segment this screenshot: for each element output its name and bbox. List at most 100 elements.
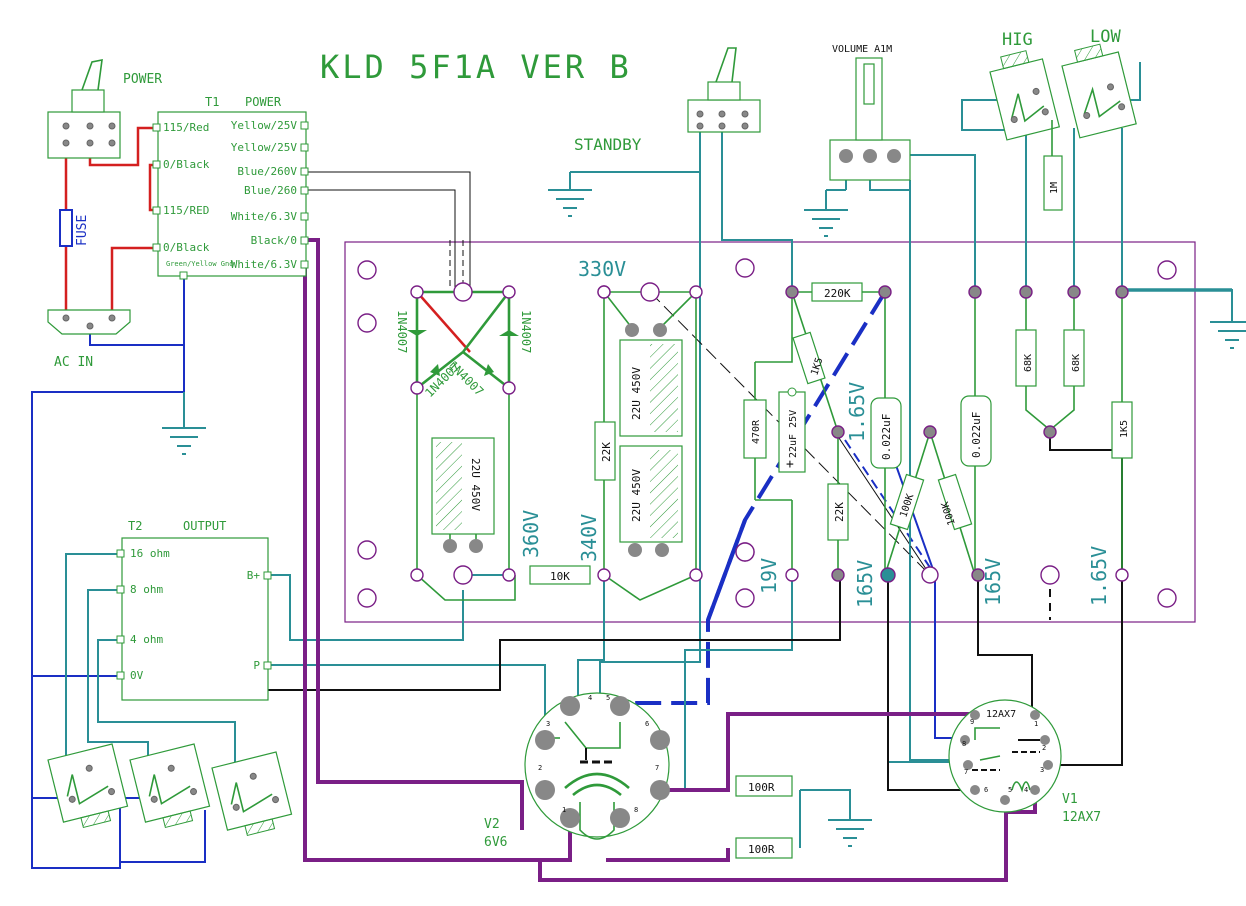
tube-socket-v1 (948, 699, 1062, 813)
v2-pin-5: 5 (606, 694, 610, 702)
voltage-1-65v-b: 1.65V (1087, 546, 1111, 606)
v1-pin-5: 5 (1008, 786, 1012, 794)
v2-pin-2: 2 (538, 764, 542, 772)
r-220k-label: 220K (824, 287, 851, 300)
v2-pin-7: 7 (655, 764, 659, 772)
t2-tap-16-ohm: 16 ohm (130, 547, 170, 560)
v2-pin-4: 4 (588, 694, 592, 702)
resistor-22k-a (594, 421, 616, 481)
ground-symbol-jack (1210, 290, 1246, 349)
standby-switch-label: STANDBY (574, 135, 642, 154)
v2-type: 6V6 (484, 835, 507, 850)
t1-tap-blue-260v: Blue/260V (237, 165, 297, 178)
grid-bold-blue-wire-lower (706, 519, 747, 621)
cap-22uf-label: 22uF 25V (788, 410, 799, 458)
t1-tap-0-black: 0/Black (163, 158, 210, 171)
coupling-caps (870, 292, 992, 575)
v2-pin-6: 6 (645, 720, 649, 728)
filter-cap-bottom-label: 22U 450V (630, 469, 643, 522)
plate-resistors-100k (884, 431, 976, 576)
r-22k-b-label: 22K (833, 502, 846, 522)
r-1k5-b-label: 1K5 (1119, 420, 1130, 438)
input-jack-low[interactable] (1059, 40, 1137, 139)
r-470r-label: 470R (751, 419, 762, 444)
t1-tap-yellow-25v: Yellow/25V (231, 119, 298, 132)
voltage-1-65v-a: 1.65V (845, 382, 869, 442)
volume-label: VOLUME A1M (832, 44, 892, 55)
input-jack-high[interactable] (987, 47, 1061, 141)
r-10k-label: 10K (550, 570, 570, 583)
t1-name: T1 (205, 95, 219, 109)
ground-symbol-heater (799, 789, 872, 848)
heater-resistors (735, 775, 793, 859)
fuse (59, 209, 73, 247)
turret-board (344, 241, 1196, 623)
t1-tap-115-red: 115/Red (163, 121, 209, 134)
v1-pin-2: 2 (1042, 744, 1046, 752)
v1-pin-7: 7 (964, 768, 968, 776)
v1-pin-9: 9 (970, 718, 974, 726)
v1-pin-8: 8 (962, 740, 966, 748)
jack-low-label: LOW (1090, 27, 1121, 47)
rectifier-bridge (407, 282, 519, 601)
t2-tap-p: P (253, 659, 260, 672)
power-transformer-t1 (152, 111, 309, 280)
power-switch[interactable] (47, 58, 121, 159)
filter-cap-mid-label: 22U 450V (630, 367, 643, 420)
voltage-165v-a: 165V (853, 560, 877, 608)
ac-inlet (47, 309, 131, 335)
diagram-title: KLD 5F1A VER B (320, 48, 632, 86)
heater-r-1-label: 100R (748, 781, 775, 794)
v1-name: V1 (1062, 792, 1078, 807)
ground-symbol-ac (162, 392, 206, 455)
v2-pin-1: 1 (562, 806, 566, 814)
r-22k-a-label: 22K (600, 442, 613, 462)
t2-tap-8-ohm: 8 ohm (130, 583, 163, 596)
v1-pin-1: 1 (1034, 720, 1038, 728)
heater-purple-wires (303, 238, 1037, 882)
fuse-label: FUSE (75, 215, 90, 246)
r-1k5-a-label: 1K5 (809, 356, 825, 377)
tube-socket-v2 (524, 692, 670, 840)
t1-tap-blue-260: Blue/260 (244, 184, 297, 197)
t2-tap-0v: 0V (130, 669, 144, 682)
t2-tap-bplus: B+ (247, 569, 261, 582)
volume-pot[interactable] (829, 57, 911, 181)
v1-pin-4: 4 (1024, 786, 1028, 794)
voltage-19v: 19V (757, 558, 781, 594)
turret-pads (597, 285, 1129, 585)
v2-name: V2 (484, 817, 500, 832)
resistor-1k5-b (1111, 292, 1133, 575)
diode-1: 1N4007 (395, 310, 409, 353)
ground-symbol-volume (804, 189, 848, 237)
resistor-10k (529, 565, 591, 585)
cap-22uf-plus: + (786, 457, 794, 472)
t1-ground-tap: Green/Yellow Gnd (166, 260, 233, 268)
v2-pin-8: 8 (634, 806, 638, 814)
ac-in-label: AC IN (54, 355, 93, 370)
voltage-360v: 360V (519, 510, 543, 558)
cathode-bypass (743, 290, 806, 575)
resistor-1k5-a (791, 291, 839, 433)
t1-tap-black-0: Black/0 (251, 234, 297, 247)
t1-tap-yellow-25v-2: Yellow/25V (231, 141, 298, 154)
v1-pin-6: 6 (984, 786, 988, 794)
voltage-165v-b: 165V (981, 558, 1005, 606)
voltage-330v: 330V (578, 257, 626, 281)
t1-tap-white-63v-2: White/6.3V (231, 258, 298, 271)
t2-tap-4-ohm: 4 ohm (130, 633, 163, 646)
filter-cap-left-label: 22U 450V (469, 458, 482, 511)
speaker-jacks (47, 743, 293, 837)
t2-title: OUTPUT (183, 519, 226, 533)
v1-socket-label: 12AX7 (986, 709, 1016, 720)
t1-tap-white-63v: White/6.3V (231, 210, 298, 223)
voltage-340v: 340V (577, 514, 601, 562)
cap-0022-a-label: 0.022uF (880, 414, 893, 460)
v2-pin-3: 3 (546, 720, 550, 728)
power-switch-label: POWER (123, 72, 162, 87)
ground-symbol-standby (548, 172, 592, 217)
standby-switch[interactable] (687, 47, 761, 133)
resistor-220k (792, 282, 885, 302)
output-transformer-t2 (116, 537, 272, 701)
